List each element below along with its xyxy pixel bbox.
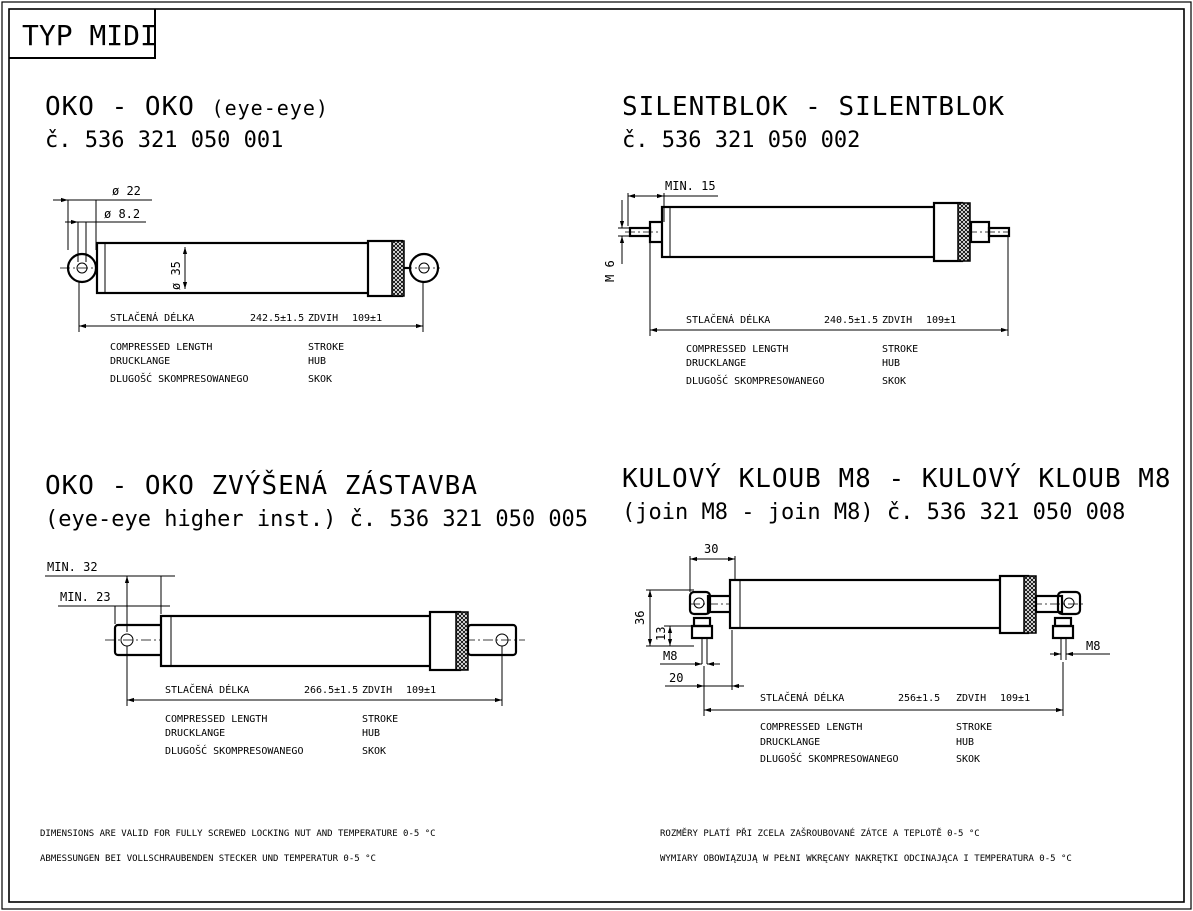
view2-legend-2: DRUCKLANGE bbox=[686, 358, 746, 369]
view4-dim-20: 20 bbox=[669, 671, 683, 685]
view3-legend-3: DLUGOŠĆ SKOMPRESOWANEGO bbox=[165, 744, 303, 757]
view4-dim-m8-left: M8 bbox=[663, 649, 677, 663]
view2-dim-m6: M 6 bbox=[603, 260, 617, 282]
view3-stroke-label: ZDVIH bbox=[362, 685, 392, 696]
sheet-title: TYP MIDI bbox=[22, 19, 157, 52]
view1-length-label: STLAČENÁ DÉLKA bbox=[110, 311, 194, 324]
view4-length-value: 256±1.5 bbox=[898, 693, 940, 704]
title-box bbox=[9, 9, 156, 59]
view2-legend2-3: SKOK bbox=[882, 376, 906, 387]
view2-stroke-value: 109±1 bbox=[926, 315, 956, 326]
note-de: ABMESSUNGEN BEI VOLLSCHRAUBENDEN STECKER… bbox=[40, 854, 376, 864]
view1-legend2-1: STROKE bbox=[308, 342, 344, 353]
view2-title: SILENTBLOK - SILENTBLOK bbox=[622, 92, 1005, 122]
view1-dim-d82: ø 8.2 bbox=[104, 207, 140, 221]
view3-legend-2: DRUCKLANGE bbox=[165, 728, 225, 739]
view1-length-value: 242.5±1.5 bbox=[250, 313, 304, 324]
view1-legend-2: DRUCKLANGE bbox=[110, 356, 170, 367]
view4-length-label: STLAČENÁ DÉLKA bbox=[760, 691, 844, 704]
view1-dim-d22: ø 22 bbox=[112, 184, 141, 198]
view4-subtitle: (join M8 - join M8) č. 536 321 050 008 bbox=[622, 500, 1125, 525]
view-eye-eye-higher: OKO - OKO ZVÝŠENÁ ZÁSTAVBA (eye-eye high… bbox=[45, 469, 588, 757]
view3-subtitle: (eye-eye higher inst.) č. 536 321 050 00… bbox=[45, 507, 588, 532]
view1-legend-1: COMPRESSED LENGTH bbox=[110, 342, 212, 353]
view1-part-no: č. 536 321 050 001 bbox=[45, 128, 283, 153]
view1-legend2-2: HUB bbox=[308, 356, 326, 367]
view4-title: KULOVÝ KLOUB M8 - KULOVÝ KLOUB M8 bbox=[622, 462, 1172, 494]
view3-dim-min23: MIN. 23 bbox=[60, 590, 111, 604]
view3-dim-min32: MIN. 32 bbox=[47, 560, 98, 574]
view2-legend-1: COMPRESSED LENGTH bbox=[686, 344, 788, 355]
view2-stroke-label: ZDVIH bbox=[882, 315, 912, 326]
view2-legend2-2: HUB bbox=[882, 358, 900, 369]
view1-title: OKO - OKO (eye-eye) bbox=[45, 92, 329, 122]
view1-stroke-label: ZDVIH bbox=[308, 313, 338, 324]
view3-legend2-1: STROKE bbox=[362, 714, 398, 725]
view4-dim-m8-right: M8 bbox=[1086, 639, 1100, 653]
note-pl: WYMIARY OBOWIĄZUJĄ W PEŁNI WKRĘCANY NAKR… bbox=[660, 854, 1072, 864]
view3-legend2-2: HUB bbox=[362, 728, 380, 739]
view2-length-value: 240.5±1.5 bbox=[824, 315, 878, 326]
view3-legend2-3: SKOK bbox=[362, 746, 386, 757]
view3-title: OKO - OKO ZVÝŠENÁ ZÁSTAVBA bbox=[45, 469, 478, 501]
view2-legend-3: DLUGOŠĆ SKOMPRESOWANEGO bbox=[686, 374, 824, 387]
view1-dim-d35: ø 35 bbox=[169, 261, 183, 290]
view3-length-value: 266.5±1.5 bbox=[304, 685, 358, 696]
view1-legend-3: DLUGOŠĆ SKOMPRESOWANEGO bbox=[110, 372, 248, 385]
inner-frame bbox=[8, 8, 1185, 903]
view4-legend2-2: HUB bbox=[956, 737, 974, 748]
view2-dim-min15: MIN. 15 bbox=[665, 179, 716, 193]
view-eye-eye: OKO - OKO (eye-eye) č. 536 321 050 001 ø… bbox=[45, 92, 440, 385]
view3-stroke-value: 109±1 bbox=[406, 685, 436, 696]
view2-length-label: STLAČENÁ DÉLKA bbox=[686, 313, 770, 326]
view4-stroke-value: 109±1 bbox=[1000, 693, 1030, 704]
view4-legend2-3: SKOK bbox=[956, 754, 980, 765]
view4-dim-13: 13 bbox=[654, 627, 668, 641]
view2-part-no: č. 536 321 050 002 bbox=[622, 128, 860, 153]
view4-legend-3: DLUGOŠĆ SKOMPRESOWANEGO bbox=[760, 752, 898, 765]
view4-legend-1: COMPRESSED LENGTH bbox=[760, 722, 862, 733]
note-en: DIMENSIONS ARE VALID FOR FULLY SCREWED L… bbox=[40, 829, 436, 839]
view-silentblok: SILENTBLOK - SILENTBLOK č. 536 321 050 0… bbox=[603, 92, 1011, 387]
view-ball-joint: KULOVÝ KLOUB M8 - KULOVÝ KLOUB M8 (join … bbox=[622, 462, 1172, 765]
view1-legend2-3: SKOK bbox=[308, 374, 332, 385]
view4-legend-2: DRUCKLANGE bbox=[760, 737, 820, 748]
view3-length-label: STLAČENÁ DÉLKA bbox=[165, 683, 249, 696]
view2-legend2-1: STROKE bbox=[882, 344, 918, 355]
note-cz: ROZMĚRY PLATÍ PŘI ZCELA ZAŠROUBOVANÉ ZÁT… bbox=[660, 827, 980, 839]
view3-legend-1: COMPRESSED LENGTH bbox=[165, 714, 267, 725]
view4-legend2-1: STROKE bbox=[956, 722, 992, 733]
view4-stroke-label: ZDVIH bbox=[956, 693, 986, 704]
view4-dim-30: 30 bbox=[704, 542, 718, 556]
view1-stroke-value: 109±1 bbox=[352, 313, 382, 324]
view4-dim-36: 36 bbox=[633, 611, 647, 625]
